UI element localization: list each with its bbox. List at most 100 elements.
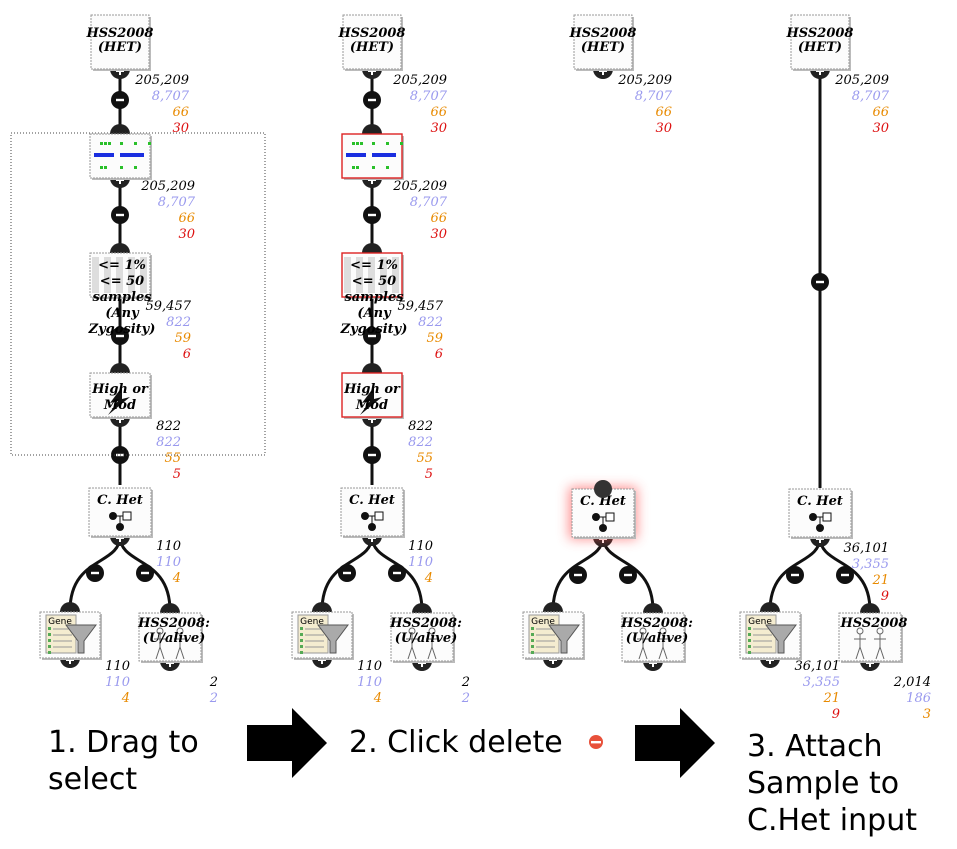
gene-list-node[interactable]: Gene xyxy=(291,611,354,660)
gene-label: Gene xyxy=(48,617,72,627)
delete-edge-button[interactable] xyxy=(363,446,381,464)
delete-edge-button[interactable] xyxy=(836,566,854,584)
compound-het-node[interactable]: C. Het xyxy=(788,488,853,539)
delete-edge-button[interactable] xyxy=(111,206,129,224)
count-variants: 2 xyxy=(461,691,470,706)
gene-list-node[interactable]: Gene xyxy=(522,611,585,660)
count-genes: 4 xyxy=(172,571,181,586)
genotype-matrix-node[interactable] xyxy=(89,133,152,180)
sample-node-hss2008-het[interactable]: HSS2008(HET) xyxy=(569,14,637,71)
input-port[interactable] xyxy=(110,363,130,373)
sample-node-hss2008-het[interactable]: HSS2008(HET) xyxy=(338,14,406,71)
person-icon xyxy=(140,257,147,293)
person-icon xyxy=(392,257,399,293)
pedigree-icon xyxy=(592,513,600,521)
delete-edge-button[interactable] xyxy=(786,566,804,584)
input-port[interactable] xyxy=(860,603,880,613)
genotype-matrix-node[interactable] xyxy=(341,133,404,180)
input-port[interactable] xyxy=(543,602,563,612)
count-total: 2 xyxy=(461,675,470,690)
input-port[interactable] xyxy=(160,603,180,613)
delete-edge-button[interactable] xyxy=(111,327,129,345)
compound-het-node[interactable]: C. Het xyxy=(571,480,636,539)
input-port[interactable] xyxy=(760,602,780,612)
sample-node-hss2008-unaffected[interactable]: HSS2008:(U/alive) xyxy=(389,612,462,663)
person-icon xyxy=(344,257,351,293)
delete-edge-button[interactable] xyxy=(86,564,104,582)
count-genes: 55 xyxy=(416,451,433,466)
input-port[interactable] xyxy=(362,363,382,373)
compound-het-node[interactable]: C. Het xyxy=(340,487,405,538)
delete-edge-button[interactable] xyxy=(569,566,587,584)
matrix-bar xyxy=(94,153,114,157)
count-total: 205,209 xyxy=(392,179,447,194)
count-samples: 30 xyxy=(655,121,672,136)
delete-edge-button[interactable] xyxy=(363,327,381,345)
delete-edge-button[interactable] xyxy=(619,566,637,584)
gene-list-node[interactable]: Gene xyxy=(39,611,102,660)
input-port-icon xyxy=(594,480,612,498)
node-frame xyxy=(390,612,454,662)
gene-list-node[interactable]: Gene xyxy=(739,611,802,660)
sample-node-hss2008-unaffected[interactable]: HSS2008:(U/alive) xyxy=(137,612,210,663)
count-total: 110 xyxy=(408,539,433,554)
input-port[interactable] xyxy=(362,243,382,253)
delete-edge-button[interactable] xyxy=(363,91,381,109)
half-circle-icon xyxy=(362,124,382,134)
sample-node-hss2008-het[interactable]: HSS2008(HET) xyxy=(86,14,154,71)
input-port[interactable] xyxy=(110,243,130,253)
node-frame xyxy=(90,14,150,70)
sample-node-hss2008-het[interactable]: HSS2008(HET) xyxy=(786,14,854,71)
half-circle-icon xyxy=(362,363,382,373)
input-port[interactable] xyxy=(60,602,80,612)
delete-edge-button[interactable] xyxy=(136,564,154,582)
input-port[interactable] xyxy=(362,124,382,134)
count-samples: 30 xyxy=(430,121,447,136)
delete-edge-button[interactable] xyxy=(388,564,406,582)
lightning-icon xyxy=(108,387,130,415)
half-circle-icon xyxy=(110,363,130,373)
half-circle-icon xyxy=(160,603,180,613)
sample-label: HSS2008:(U/alive) xyxy=(620,616,693,646)
input-port[interactable] xyxy=(412,603,432,613)
step-1-drag-to-select: 1. Drag to select xyxy=(48,725,199,797)
count-total: 205,209 xyxy=(834,73,889,88)
count-variants: 110 xyxy=(105,675,130,690)
delete-edge-button[interactable] xyxy=(811,273,829,291)
sample-label: HSS2008:(U/alive) xyxy=(389,616,462,646)
count-samples: 5 xyxy=(173,467,181,482)
node-frame xyxy=(342,14,402,70)
count-variants: 3,355 xyxy=(852,557,889,572)
input-port[interactable] xyxy=(643,603,663,613)
delete-edge-button[interactable] xyxy=(338,564,356,582)
sample-node-hss2008[interactable]: HSS2008 xyxy=(838,612,907,663)
sample-node-hss2008-unaffected[interactable]: HSS2008:(U/alive) xyxy=(620,612,693,663)
node-frame xyxy=(88,487,152,537)
delete-edge-button[interactable] xyxy=(363,206,381,224)
count-total: 110 xyxy=(105,659,130,674)
count-genes: 4 xyxy=(424,571,433,586)
delete-edge-button[interactable] xyxy=(111,91,129,109)
input-port[interactable] xyxy=(312,602,332,612)
count-variants: 186 xyxy=(906,691,931,706)
count-samples: 30 xyxy=(872,121,889,136)
input-port[interactable] xyxy=(110,124,130,134)
node-title: HSS2008(HET) xyxy=(786,26,854,55)
funnel-icon xyxy=(765,624,797,654)
count-total: 36,101 xyxy=(795,659,841,674)
chet-label: C. Het xyxy=(580,494,626,509)
count-samples: 6 xyxy=(183,347,191,362)
half-circle-icon xyxy=(760,602,780,612)
compound-het-node[interactable]: C. Het xyxy=(88,487,153,538)
